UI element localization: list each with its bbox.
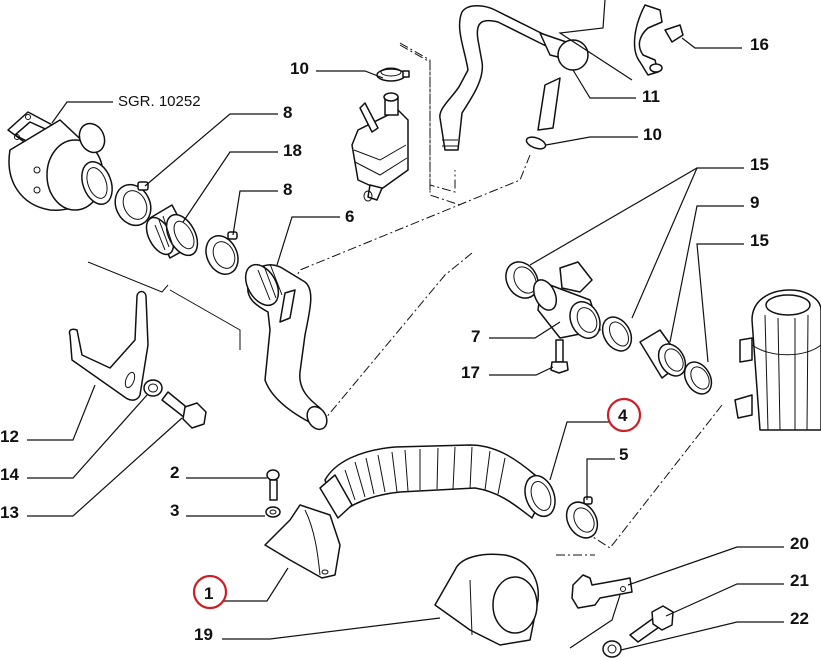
callout-5: 5 <box>619 445 628 464</box>
callout-12: 12 <box>0 427 19 446</box>
assembly-line-hose <box>284 154 531 299</box>
hose-clamp-8b <box>205 231 239 275</box>
turbocharger <box>7 111 113 211</box>
callout-7: 7 <box>471 327 480 346</box>
bolt-2 <box>266 469 280 501</box>
callout-21: 21 <box>790 571 809 590</box>
callout-19: 19 <box>194 625 213 644</box>
hose-clamp-15a <box>505 261 539 299</box>
callout-9: 9 <box>750 193 759 212</box>
callout-4: 4 <box>618 406 628 425</box>
resonator-19 <box>434 553 539 646</box>
sleeve-18 <box>145 204 199 259</box>
hose-clamp-10b <box>525 136 547 150</box>
reference-label: SGR. 10252 <box>118 93 201 110</box>
callout-15: 15 <box>750 231 769 250</box>
callout-15: 15 <box>750 155 769 174</box>
breather-pipe-11 <box>439 5 589 151</box>
hose-clamp-15b <box>601 316 633 352</box>
callout-3: 3 <box>170 501 179 520</box>
callout-22: 22 <box>790 609 809 628</box>
washer-3 <box>265 506 281 518</box>
assembly-line-clamp5 <box>589 404 723 549</box>
bolt-21 <box>629 605 674 643</box>
callout-13: 13 <box>0 503 19 522</box>
intake-duct-4 <box>319 444 556 519</box>
oil-reservoir <box>351 92 409 202</box>
hose-clamp-5 <box>565 496 599 539</box>
callout-8: 8 <box>283 103 292 122</box>
hose-clamp-10a <box>376 67 410 82</box>
callout-11: 11 <box>642 87 660 106</box>
callout-2: 2 <box>170 463 179 482</box>
bolt-13 <box>161 391 207 429</box>
callout-18: 18 <box>283 141 302 160</box>
support-bracket-20 <box>571 574 633 609</box>
washer-22 <box>602 640 622 658</box>
highlight-circle-1 <box>192 574 228 610</box>
air-filter <box>734 289 821 431</box>
callout-16: 16 <box>750 35 769 54</box>
callout-1: 1 <box>204 584 213 603</box>
callout-8: 8 <box>283 180 292 199</box>
callout-10: 10 <box>643 125 662 144</box>
callout-14: 14 <box>0 465 19 484</box>
callout-10: 10 <box>290 59 309 78</box>
bracket-12 <box>68 290 149 401</box>
callout-20: 20 <box>790 534 809 553</box>
highlight-circle-4 <box>606 397 642 433</box>
leader-lines <box>27 0 784 651</box>
hose-clamp-15c <box>683 361 713 395</box>
callout-17: 17 <box>461 363 480 382</box>
hose-clamp-8a <box>114 181 152 227</box>
assembly-line-reservoir <box>399 44 456 193</box>
screw-17 <box>550 339 569 374</box>
assembly-line-hose-end <box>319 252 473 426</box>
connector-sleeve-9 <box>639 329 687 379</box>
engine-outline <box>87 261 241 350</box>
pipe-clip-16 <box>633 4 684 76</box>
assembly-line-breather <box>399 42 461 206</box>
washer-14 <box>143 379 163 397</box>
callout-6: 6 <box>345 207 354 226</box>
intake-elbow-1 <box>264 504 341 579</box>
hose-6 <box>244 263 328 431</box>
air-flow-meter-7 <box>532 261 601 339</box>
